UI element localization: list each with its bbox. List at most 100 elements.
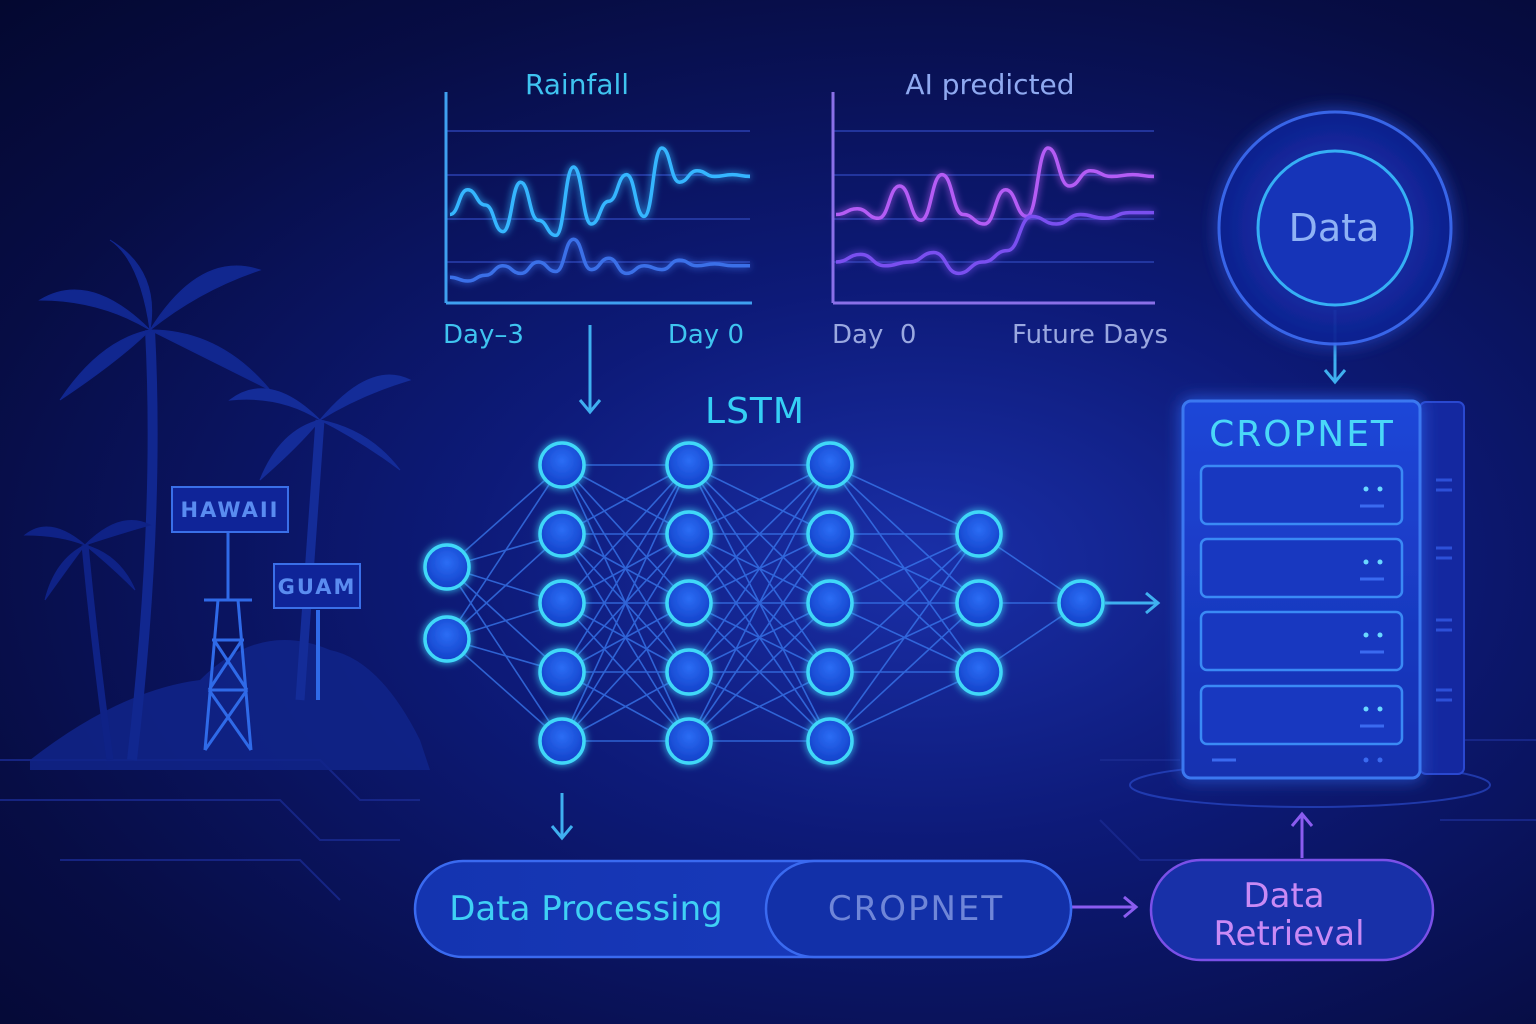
network-node-layer-4: [806, 717, 854, 765]
ai-predicted-series-line-1: [835, 146, 1155, 226]
rainfall-series-line-1: [449, 146, 751, 238]
server-row-led: [1377, 486, 1383, 492]
network-edge: [561, 602, 690, 742]
network-edge: [688, 464, 831, 535]
server-row: [1199, 610, 1404, 672]
rainfall-chart: Rainfall Day–3 Day 0: [443, 68, 752, 350]
arrow-chart-to-lstm: [578, 325, 602, 415]
network-node-layer-5: [955, 648, 1003, 696]
network-edge: [829, 533, 980, 673]
server-row-led: [1363, 632, 1369, 638]
network-node-layer-5: [955, 510, 1003, 558]
data-circle-label: Data: [1289, 206, 1380, 250]
cropnet-server: CROPNET: [1129, 399, 1491, 808]
network-edge: [688, 464, 831, 673]
tower-icon: [203, 530, 253, 751]
ai-predicted-x-tick-end: Future Days: [1012, 320, 1168, 350]
server-row-led: [1363, 486, 1369, 492]
circuit-traces: [0, 739, 1536, 901]
server-rows: [1199, 464, 1404, 746]
arrow-network-to-server: [1105, 591, 1161, 615]
network-edge: [688, 671, 831, 742]
guam-sign-label: GUAM: [278, 575, 357, 599]
ai-predicted-series-group: [835, 146, 1155, 276]
retrieval-pill[interactable]: Data Retrieval: [1149, 858, 1435, 962]
palm-tree-icon: [23, 520, 152, 761]
processing-pill-label: Data Processing: [449, 889, 723, 929]
network-node-layer-5: [955, 579, 1003, 627]
network-node-layer-3: [665, 510, 713, 558]
network-edge: [561, 464, 690, 673]
network-nodes: [423, 441, 1105, 765]
network-node-layer-1: [423, 615, 471, 663]
server-row-led: [1377, 632, 1383, 638]
server-side-vents: [1436, 478, 1452, 702]
network-node-layer-2: [538, 717, 586, 765]
network-edge: [446, 464, 563, 640]
rainfall-series-group: [449, 146, 751, 283]
server-row-led: [1363, 559, 1369, 565]
island-scene: HAWAII GUAM: [23, 239, 430, 770]
ai-predicted-series-line-2: [835, 210, 1154, 276]
ai-predicted-chart: AI predicted Day 0 Future Days: [831, 68, 1168, 350]
rainfall-x-tick-end: Day 0: [668, 320, 744, 350]
arrow-lstm-to-processing: [550, 793, 574, 841]
network-edge: [446, 533, 563, 640]
network-node-layer-4: [806, 579, 854, 627]
network-edge: [829, 533, 980, 742]
rainfall-chart-title: Rainfall: [525, 68, 629, 101]
network-node-layer-2: [538, 579, 586, 627]
server-footer-dot: [1363, 757, 1369, 763]
network-node-layer-3: [665, 648, 713, 696]
server-title: CROPNET: [1209, 414, 1395, 455]
lstm-label: LSTM: [705, 391, 805, 432]
server-row: [1199, 464, 1404, 526]
network-node-layer-2: [538, 441, 586, 489]
server-row: [1199, 537, 1404, 599]
network-edge: [446, 464, 563, 568]
network-edge: [829, 464, 980, 535]
network-edge: [561, 464, 690, 742]
network-node-layer-3: [665, 717, 713, 765]
network-edge: [446, 566, 563, 742]
server-footer-dot: [1377, 757, 1383, 763]
cropnet-pill-label: CROPNET: [828, 889, 1004, 929]
purple-arrows: [1072, 811, 1314, 919]
network-node-layer-1: [423, 543, 471, 591]
network-edge: [446, 566, 563, 673]
network-node-layer-4: [806, 648, 854, 696]
arrow-retrieval-to-server: [1290, 811, 1314, 858]
guam-sign: GUAM: [273, 563, 361, 609]
palm-tree-icon: [228, 374, 412, 701]
ai-predicted-chart-title: AI predicted: [905, 68, 1074, 101]
network-node-layer-2: [538, 648, 586, 696]
network-edge: [688, 464, 831, 604]
rainfall-gridlines: [447, 130, 750, 263]
network-node-layer-6: [1057, 579, 1105, 627]
ai-predicted-gridlines: [834, 130, 1154, 263]
network-edge: [561, 671, 690, 742]
hawaii-sign: HAWAII: [171, 486, 289, 533]
cropnet-pill[interactable]: CROPNET: [764, 859, 1073, 959]
rainfall-x-tick-start: Day–3: [443, 320, 524, 350]
network-edge: [561, 464, 690, 604]
hawaii-sign-label: HAWAII: [181, 498, 280, 522]
network-edge: [446, 638, 563, 742]
retrieval-pill-label-line2: Retrieval: [1213, 914, 1364, 954]
network-edge: [688, 533, 831, 742]
network-node-layer-3: [665, 579, 713, 627]
network-edge: [829, 533, 980, 604]
network-edge: [561, 464, 690, 535]
ai-predicted-x-tick-start: Day 0: [832, 320, 916, 350]
rainfall-series-line-2: [449, 237, 750, 283]
network-node-layer-3: [665, 441, 713, 489]
network-node-layer-4: [806, 510, 854, 558]
palm-tree-icon: [38, 239, 271, 761]
network-edge: [688, 464, 831, 742]
network-node-layer-2: [538, 510, 586, 558]
network-edge: [688, 602, 831, 742]
data-circle: Data: [1217, 110, 1453, 346]
network-connections: [446, 464, 1082, 742]
network-edge: [829, 671, 980, 742]
